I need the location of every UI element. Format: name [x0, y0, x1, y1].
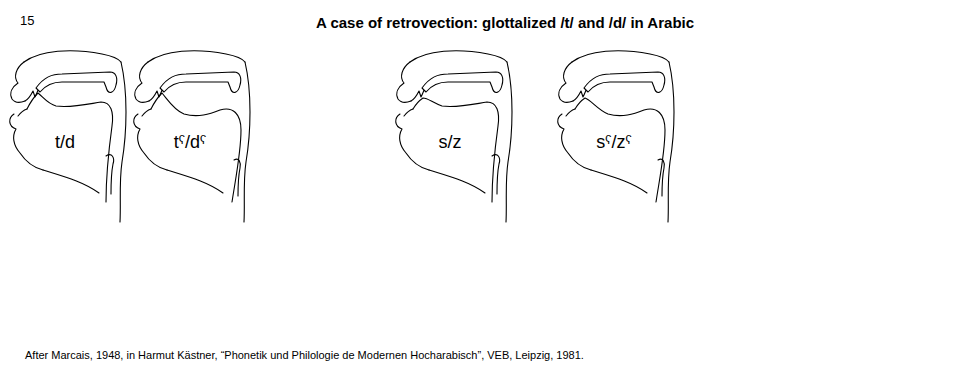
- vocal-tract-outline: [10, 51, 126, 222]
- source-caption: After Marcais, 1948, in Harmut Kästner, …: [25, 349, 584, 362]
- sagittal-section: [396, 51, 512, 222]
- sagittal-section: [134, 51, 250, 222]
- tongue: [151, 93, 241, 202]
- epiglottis: [492, 155, 500, 194]
- sagittal-section: [10, 51, 126, 222]
- phoneme-label: sˤ/zˤ: [596, 132, 632, 153]
- epiglottis: [106, 155, 114, 194]
- tongue: [27, 93, 113, 202]
- sagittal-section: [558, 51, 674, 222]
- epiglottis: [234, 159, 240, 196]
- phoneme-label: tˤ/dˤ: [174, 132, 207, 153]
- vocal-tract-outline: [134, 51, 250, 222]
- tongue: [413, 98, 499, 202]
- slide-title: A case of retrovection: glottalized /t/ …: [316, 14, 694, 31]
- tongue: [575, 98, 665, 202]
- vocal-tract-outline: [558, 51, 674, 222]
- phoneme-label: s/z: [438, 132, 461, 153]
- slide-number: 15: [20, 14, 34, 29]
- phoneme-label: t/d: [55, 132, 75, 153]
- vocal-tract-outline: [396, 51, 512, 222]
- epiglottis: [658, 159, 664, 196]
